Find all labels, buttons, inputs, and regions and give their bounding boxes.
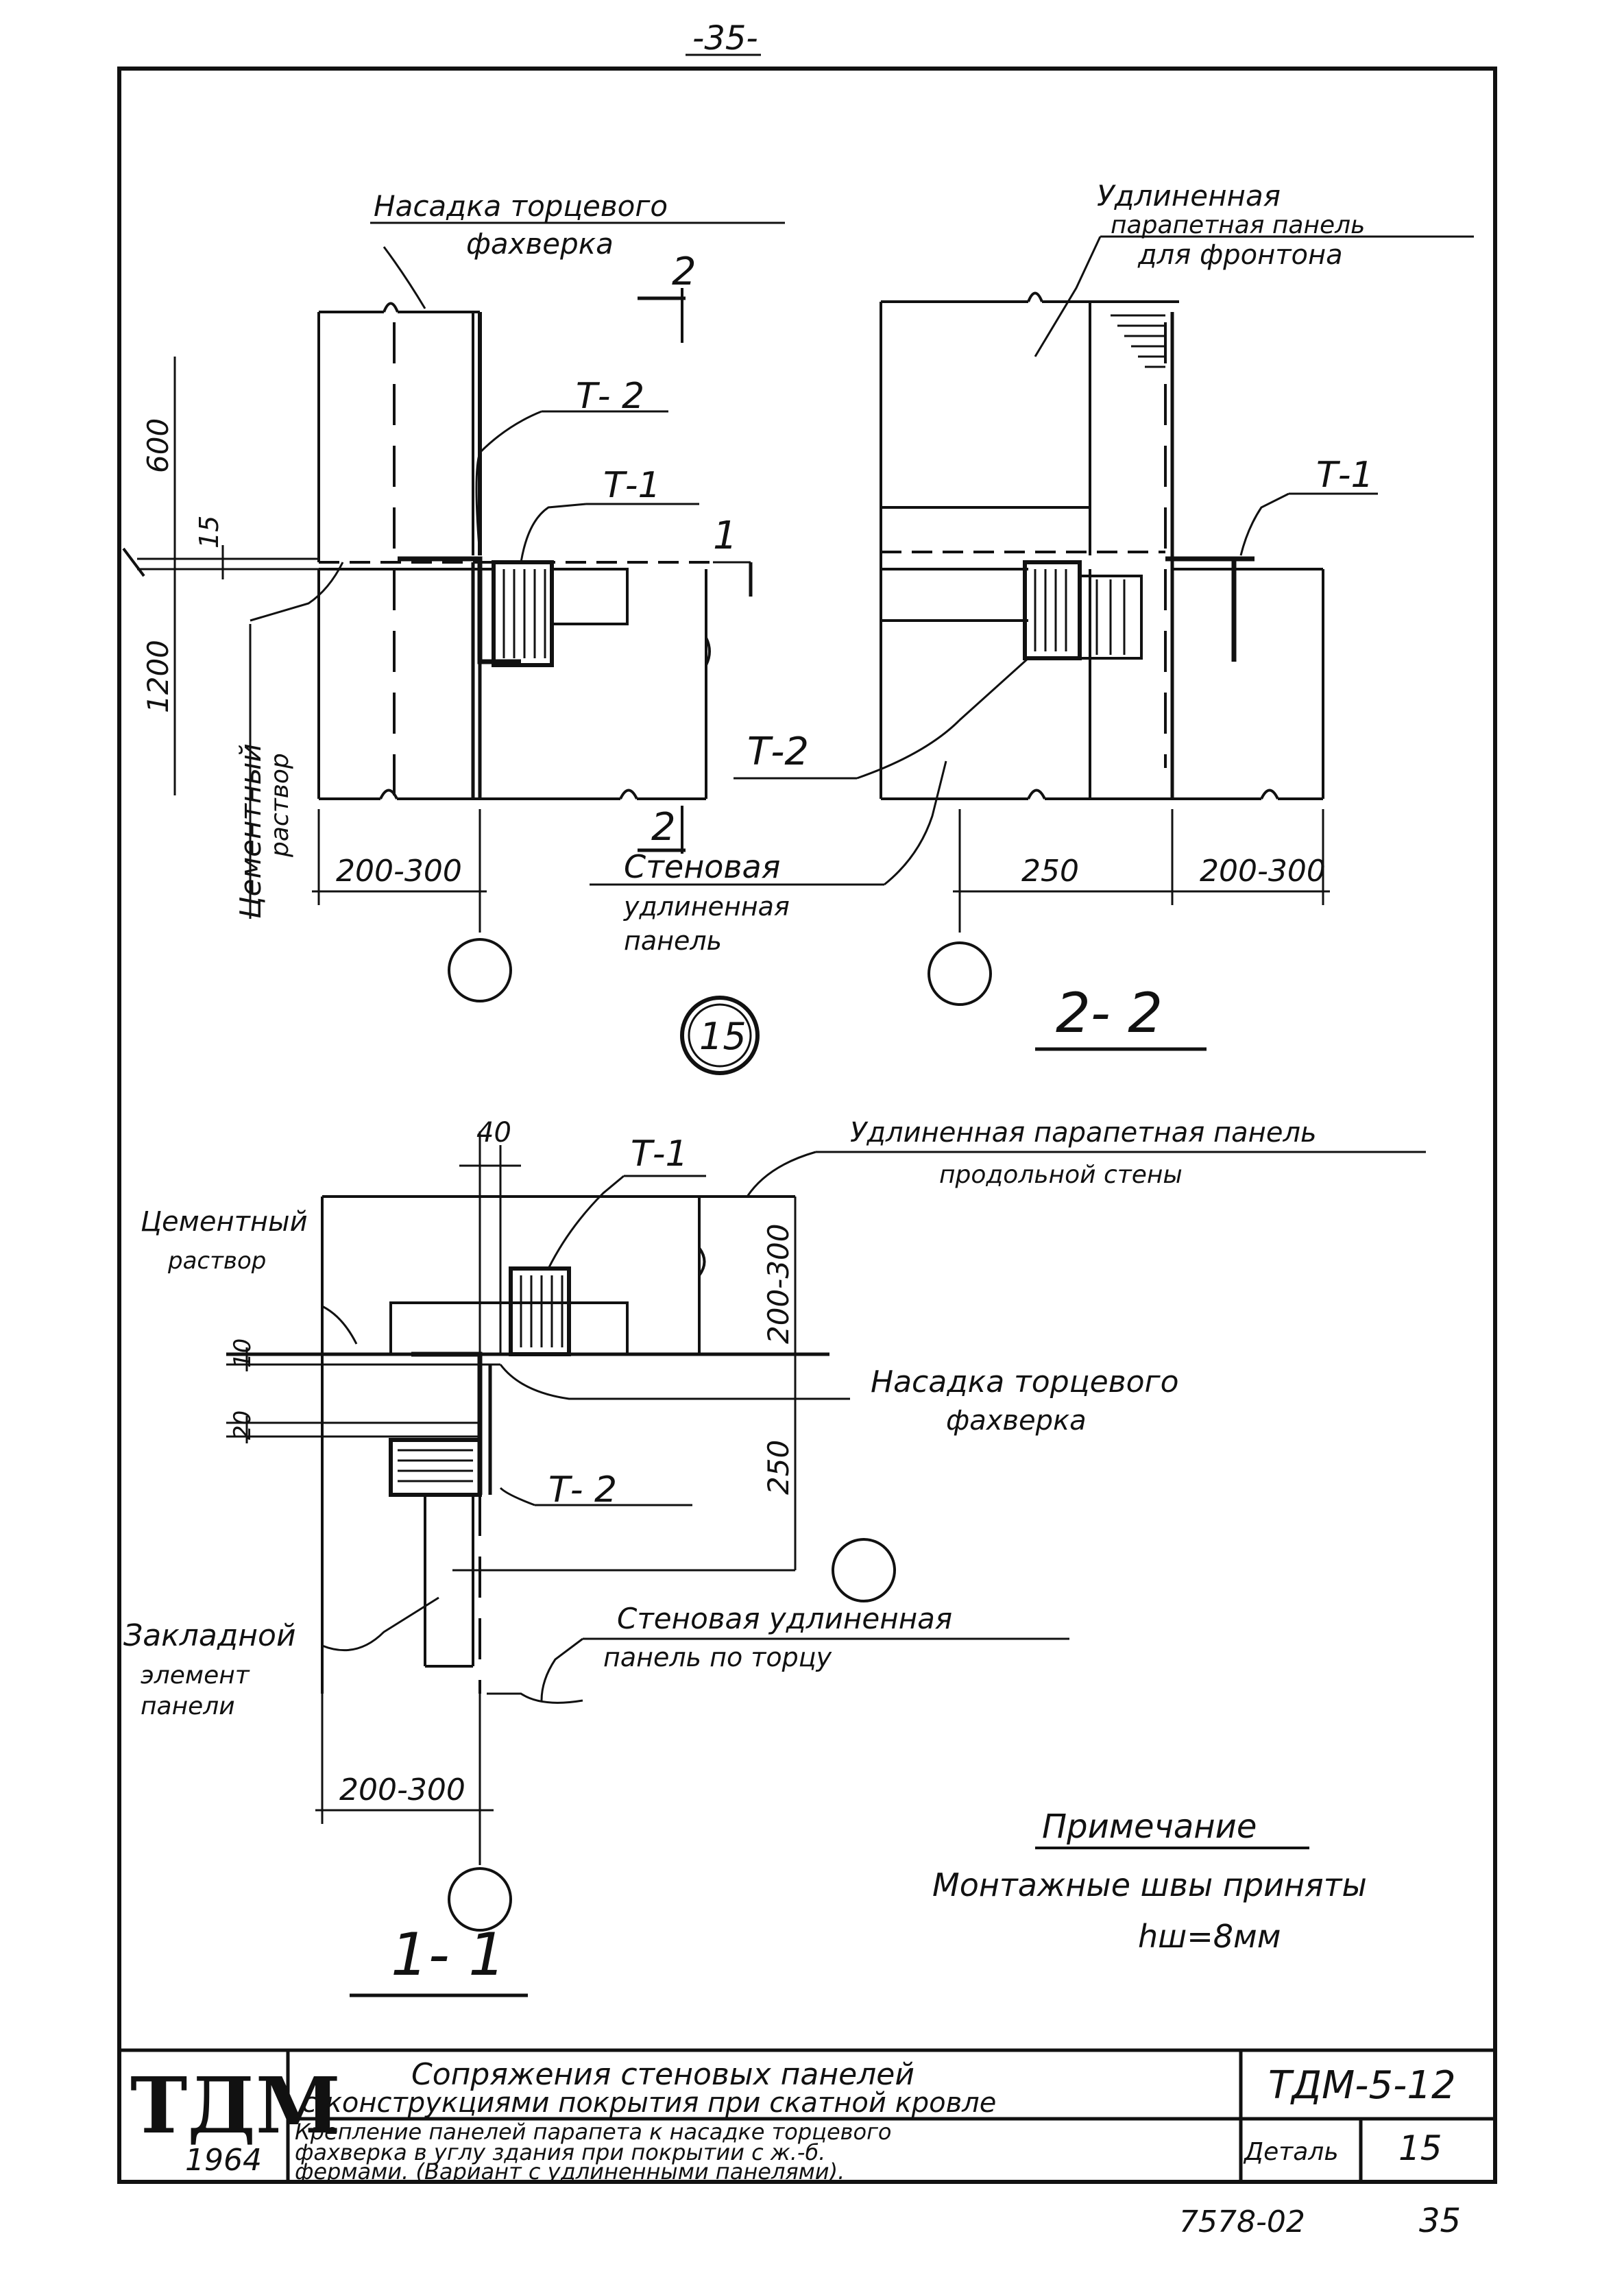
title-block bbox=[119, 2048, 1495, 2182]
detail-no: 15 bbox=[1398, 2128, 1442, 2168]
panel-label-ur-2: парапетная панель bbox=[1111, 211, 1365, 239]
axis-bubble-lower-right bbox=[832, 1538, 896, 1602]
title-desc-3: фермами. (Вариант с удлиненными панелями… bbox=[295, 2159, 845, 2185]
panel-label-ur-1: Удлиненная bbox=[1097, 179, 1281, 213]
detail-number: 15 bbox=[699, 1015, 747, 1058]
note-title: Примечание bbox=[1042, 1807, 1257, 1846]
cut-mark-right: 1 bbox=[713, 514, 738, 558]
cap-lower-2: фахверка bbox=[946, 1405, 1087, 1437]
cap-label-ul-2: фахверка bbox=[466, 227, 614, 261]
dim-250-ur: 250 bbox=[1021, 854, 1079, 889]
axis-bubble-ur bbox=[928, 941, 992, 1006]
cut-mark-top: 2 bbox=[672, 250, 696, 294]
dim-40: 40 bbox=[476, 1117, 511, 1149]
section-2-2: 2- 2 bbox=[1056, 981, 1163, 1045]
wall-panel-2: удлиненная bbox=[623, 891, 790, 922]
t2-lower: Т- 2 bbox=[548, 1469, 617, 1511]
parapet-2: продольной стены bbox=[939, 1161, 1183, 1189]
embed-2: элемент bbox=[141, 1661, 250, 1690]
title-line-2: с конструкциями покрытия при скатной кро… bbox=[302, 2087, 996, 2119]
cap-lower-1: Насадка торцевого bbox=[871, 1365, 1179, 1399]
drawing-frame bbox=[117, 67, 1497, 2184]
wall-lower-2: панель по торцу bbox=[603, 1642, 832, 1672]
note-formula: hш=8мм bbox=[1138, 1918, 1281, 1955]
page-number-top: -35- bbox=[692, 19, 758, 58]
mortar-lower-1: Цементный bbox=[141, 1206, 308, 1238]
lower-detail bbox=[226, 1131, 1426, 1932]
t1-ul: Т-1 bbox=[603, 465, 661, 506]
parapet-1: Удлиненная парапетная панель bbox=[850, 1117, 1317, 1149]
dim-10: 10 bbox=[229, 1338, 256, 1368]
dim-250-lower: 250 bbox=[762, 1440, 795, 1495]
t1-lower: Т-1 bbox=[631, 1133, 688, 1175]
embed-3: панели bbox=[141, 1692, 235, 1720]
title-desc-1: Крепление панелей парапета к насадке тор… bbox=[295, 2119, 891, 2145]
dim-200-300-ur: 200-300 bbox=[1200, 854, 1326, 889]
title-org: ТДМ bbox=[130, 2061, 341, 2151]
axis-bubble-lower bbox=[448, 1867, 512, 1932]
detail-label: Деталь bbox=[1243, 2138, 1339, 2166]
dim-200-300-ul: 200-300 bbox=[336, 854, 462, 889]
t2-ul: Т- 2 bbox=[576, 376, 644, 417]
dim-1200: 1200 bbox=[141, 640, 175, 713]
axis-bubble bbox=[448, 938, 512, 1002]
title-year: 1964 bbox=[185, 2143, 262, 2178]
panel-label-ur-3: для фронтона bbox=[1137, 239, 1343, 271]
dim-600: 600 bbox=[141, 418, 175, 473]
cap-label-ul-1: Насадка торцевого bbox=[374, 189, 668, 223]
dim-200-300-lower: 200-300 bbox=[339, 1773, 465, 1807]
footer-number: 7578-02 bbox=[1179, 2204, 1305, 2239]
upper-left-detail bbox=[122, 221, 785, 1002]
wall-panel-1: Стеновая bbox=[624, 848, 780, 885]
t1-ur: Т-1 bbox=[1316, 455, 1374, 496]
dim-15: 15 bbox=[194, 516, 224, 549]
note-text: Монтажные швы приняты bbox=[932, 1866, 1367, 1903]
dim-200-300-v: 200-300 bbox=[762, 1224, 795, 1345]
dim-20: 20 bbox=[229, 1410, 256, 1440]
mortar-lower-2: раствор bbox=[167, 1247, 266, 1275]
title-line-1: Сопряжения стеновых панелей bbox=[411, 2057, 914, 2092]
footer-page: 35 bbox=[1419, 2202, 1461, 2240]
upper-right-detail bbox=[590, 235, 1474, 1006]
detail-number-circle bbox=[680, 996, 760, 1075]
mortar-ul-2: раствор bbox=[266, 753, 294, 858]
cut-mark-bottom: 2 bbox=[651, 805, 676, 850]
wall-lower-1: Стеновая удлиненная bbox=[617, 1602, 952, 1635]
title-code: ТДМ-5-12 bbox=[1268, 2063, 1456, 2108]
t2-ur: Т-2 bbox=[747, 730, 809, 774]
embed-1: Закладной bbox=[123, 1618, 296, 1653]
section-1-1: 1- 1 bbox=[391, 1921, 506, 1989]
mortar-ul-1: Цементный bbox=[234, 743, 267, 919]
wall-panel-3: панель bbox=[624, 926, 722, 956]
title-desc-2: фахверка в углу здания при покрытии с ж.… bbox=[295, 2139, 825, 2165]
